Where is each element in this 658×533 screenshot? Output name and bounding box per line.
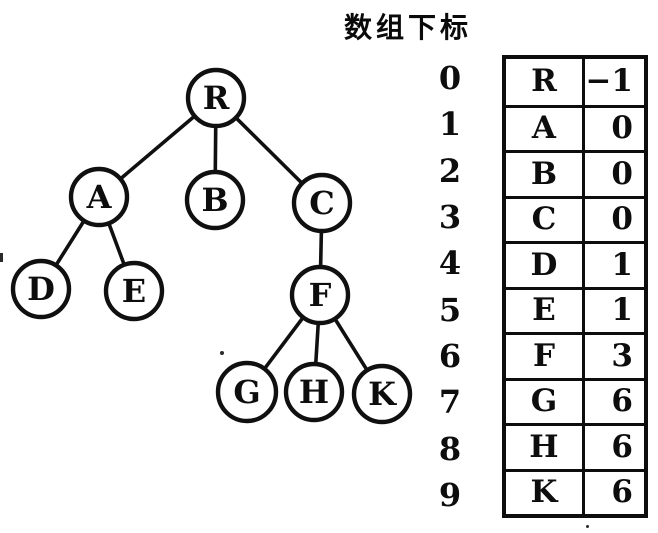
- index-3: 3: [438, 198, 462, 237]
- tree-node-A: A: [68, 166, 130, 228]
- node-circle-G: [215, 360, 279, 424]
- node-label-B: B: [201, 181, 228, 219]
- table-node-cell: K: [506, 468, 582, 515]
- node-circle-C: [291, 172, 353, 234]
- node-circle-F: [289, 264, 351, 326]
- tree-node-B: B: [184, 169, 246, 231]
- table-node-cell: R: [531, 63, 557, 100]
- table-parent-cell: 1: [581, 286, 644, 332]
- table-node-cell: F: [506, 332, 582, 378]
- table-parent-cell: 6: [581, 377, 644, 423]
- node-circle-A: [68, 166, 130, 228]
- index-9: 9: [438, 475, 462, 514]
- table-node-cell: C: [506, 195, 582, 242]
- tree-node-D: D: [10, 258, 72, 320]
- table-node-cell: H: [506, 423, 582, 469]
- tree-edges: [39, 96, 384, 396]
- node-label-R: R: [203, 79, 230, 117]
- index-7: 7: [438, 383, 462, 422]
- node-label-E: E: [122, 272, 146, 310]
- tree-node-K: K: [351, 363, 413, 425]
- table-parent-cell: 0: [581, 104, 644, 150]
- tree-diagram: R A B C D E F: [10, 67, 413, 425]
- node-label-H: H: [299, 373, 329, 411]
- node-circle-B: [184, 169, 246, 231]
- tree-node-E: E: [103, 260, 165, 322]
- scan-speck: [586, 525, 589, 528]
- table-parent-cell: 6: [581, 468, 644, 514]
- table-node-cell: A: [506, 104, 582, 151]
- tree-node-F: F: [289, 264, 351, 326]
- tree-node-H: H: [283, 361, 345, 423]
- tree-node-R: R: [185, 67, 247, 129]
- node-circle-D: [10, 258, 72, 320]
- index-6: 6: [438, 336, 462, 375]
- index-4: 4: [438, 244, 462, 283]
- index-column: 0 1 2 3 4 5 6 7 8 9: [428, 55, 472, 518]
- index-2: 2: [438, 151, 462, 190]
- table-node-cell: G: [506, 377, 582, 424]
- tree-node-C: C: [291, 172, 353, 234]
- index-1: 1: [438, 105, 462, 144]
- node-label-G: G: [233, 373, 260, 411]
- table-parent-cell: 0: [581, 195, 644, 241]
- node-circle-R: [185, 67, 247, 129]
- index-0: 0: [438, 59, 462, 98]
- table-parent-cell: 3: [581, 332, 644, 378]
- parent-array-table: R −1 A 0 B 0 C 0 D 1 E 1 F 3 G 6 H 6 K 6: [502, 55, 648, 518]
- index-8: 8: [438, 429, 462, 468]
- tree-nodes: R A B C D E F: [10, 67, 413, 425]
- table-node-cell: E: [506, 286, 582, 333]
- table-parent-cell: 1: [581, 241, 644, 287]
- table-parent-cell: 0: [581, 150, 644, 196]
- index-5: 5: [438, 290, 462, 329]
- scan-speck: [220, 351, 224, 355]
- node-label-A: A: [86, 178, 113, 216]
- table-parent-cell: 6: [581, 423, 644, 469]
- table-node-cell: D: [506, 241, 582, 287]
- node-label-K: K: [368, 375, 397, 413]
- node-label-F: F: [309, 276, 332, 314]
- node-circle-H: [283, 361, 345, 423]
- node-circle-E: [103, 260, 165, 322]
- scan-speck: [0, 253, 3, 262]
- table-node-cell: B: [506, 150, 582, 196]
- node-label-D: D: [27, 270, 55, 308]
- table-parent-cell: −1: [581, 59, 644, 105]
- node-circle-K: [351, 363, 413, 425]
- tree-node-G: G: [215, 360, 279, 424]
- array-index-title: 数组下标: [344, 11, 473, 44]
- node-label-C: C: [309, 184, 334, 222]
